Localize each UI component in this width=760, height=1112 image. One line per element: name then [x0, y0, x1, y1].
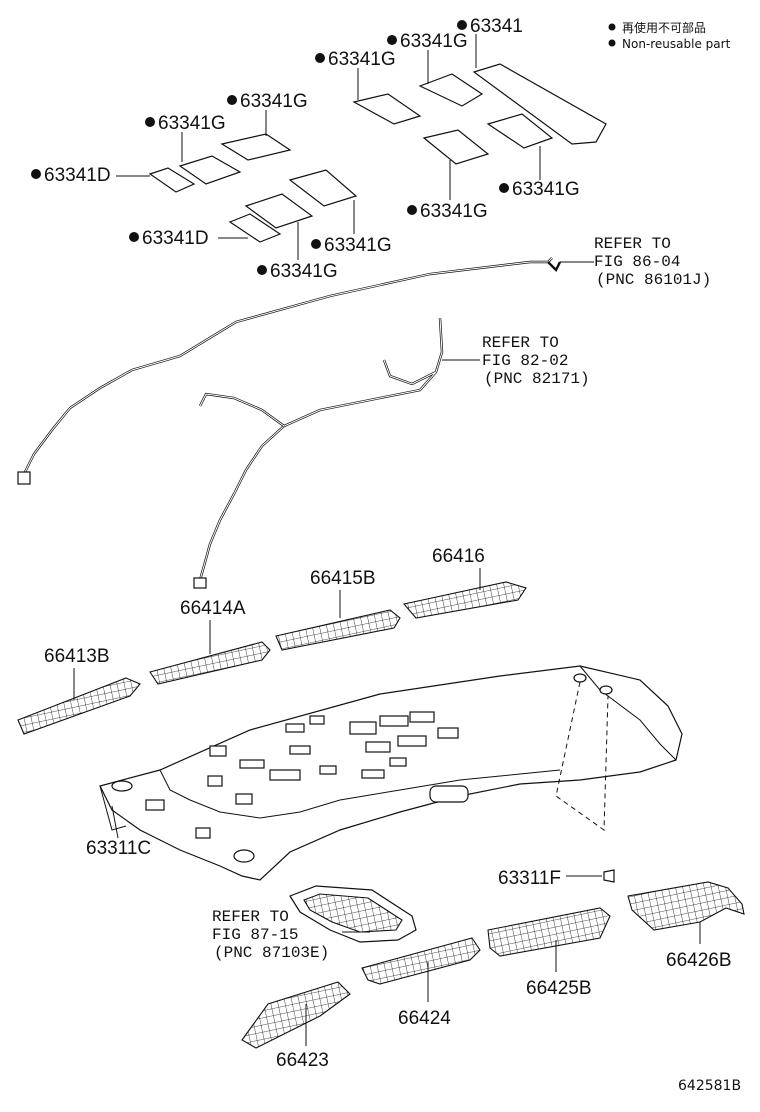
label-63341g-a: 63341G: [400, 31, 468, 52]
pad-63341: [472, 63, 607, 145]
label-66423: 66423: [276, 1050, 329, 1071]
non-reusable-dot: [387, 35, 397, 45]
connector-icon: [193, 577, 207, 589]
roof-wire: REFER TO FIG 86-04 (PNC 86101J): [17, 235, 711, 485]
bullet-icon: [608, 23, 616, 31]
part-66423: [241, 981, 351, 1049]
clip-icon: [603, 869, 615, 883]
ref2-line2: FIG 82-02: [482, 352, 568, 370]
pad-63341g-right: [486, 113, 554, 149]
label-63341d-b: 63341D: [142, 228, 209, 249]
label-63341g-c: 63341G: [240, 91, 308, 112]
rail-parts: 66416 66415B 66414A 66413B: [17, 546, 527, 735]
label-66425b: 66425B: [526, 978, 592, 999]
label-63341: 63341: [470, 16, 523, 37]
label-66413b: 66413B: [44, 646, 110, 667]
ref1-line3: (PNC 86101J): [596, 271, 711, 289]
label-63341d-a: 63341D: [44, 165, 111, 186]
ref2-line3: (PNC 82171): [484, 370, 590, 388]
part-66413b: [17, 677, 141, 735]
legend: 再使用不可部品 Non-reusable part: [608, 20, 731, 51]
label-66416: 66416: [432, 546, 485, 567]
label-63341g-f: 63341G: [420, 201, 488, 222]
headliner: 63311C: [86, 665, 683, 881]
label-63341g-g: 63341G: [324, 235, 392, 256]
label-66415b: 66415B: [310, 568, 376, 589]
pad-63341d-lower: [228, 213, 282, 243]
connector-icon: [17, 471, 31, 485]
pad-63341g-upper: [352, 93, 422, 125]
non-reusable-dot: [315, 53, 325, 63]
label-63311c: 63311C: [86, 838, 151, 859]
non-reusable-dot: [257, 265, 267, 275]
label-63341g-b: 63341G: [328, 49, 396, 70]
non-reusable-dot: [407, 205, 417, 215]
harness-wire: REFER TO FIG 82-02 (PNC 82171): [193, 317, 590, 589]
label-66424: 66424: [398, 1008, 451, 1029]
pad-63341g-center: [288, 169, 358, 207]
ref3-line1: REFER TO: [212, 908, 289, 926]
pad-63341g-lower: [244, 193, 314, 229]
label-66426b: 66426B: [666, 950, 732, 971]
pad-63341g-left2: [178, 155, 242, 185]
non-reusable-dot: [499, 183, 509, 193]
legend-jp: 再使用不可部品: [622, 20, 706, 35]
label-66414a: 66414A: [180, 598, 246, 619]
label-63311f: 63311F: [498, 868, 561, 889]
non-reusable-dot: [145, 117, 155, 127]
ref1-line2: FIG 86-04: [594, 253, 680, 271]
label-63341g-e: 63341G: [512, 179, 580, 200]
non-reusable-dot: [31, 169, 41, 179]
non-reusable-dot: [457, 20, 467, 30]
clip-63311f: 63311F: [498, 868, 615, 889]
pad-63341g-mid: [422, 129, 490, 165]
pad-63341g-top: [418, 73, 484, 107]
label-63341g-h: 63341G: [270, 261, 338, 282]
legend-en: Non-reusable part: [622, 37, 731, 51]
non-reusable-dot: [227, 95, 237, 105]
non-reusable-dot: [311, 239, 321, 249]
handle-mount: [429, 785, 469, 803]
pad-labels: 63341 63341G 63341G 63341G 63341G 63341D…: [31, 16, 580, 282]
label-63341g-d: 63341G: [158, 113, 226, 134]
non-reusable-dot: [129, 232, 139, 242]
ref3-line2: FIG 87-15: [212, 926, 298, 944]
part-66415b: [275, 609, 401, 651]
bullet-icon: [608, 39, 616, 47]
part-66426b: [627, 881, 745, 931]
part-66424: [361, 937, 481, 985]
part-66425b: [487, 907, 611, 957]
ref1-line1: REFER TO: [594, 235, 671, 253]
map-lamp: REFER TO FIG 87-15 (PNC 87103E): [212, 885, 417, 962]
diagram-code: 642581B: [678, 1078, 741, 1094]
pad-63341d-left: [148, 167, 196, 193]
ref3-line3: (PNC 87103E): [214, 944, 329, 962]
ref2-line1: REFER TO: [482, 334, 559, 352]
pad-63341g-left1: [220, 133, 292, 161]
part-66414a: [149, 641, 271, 685]
pillar-parts: 66426B 66425B 66424 66423: [241, 881, 745, 1071]
silencer-pads: [148, 63, 607, 243]
part-66416: [402, 581, 527, 619]
